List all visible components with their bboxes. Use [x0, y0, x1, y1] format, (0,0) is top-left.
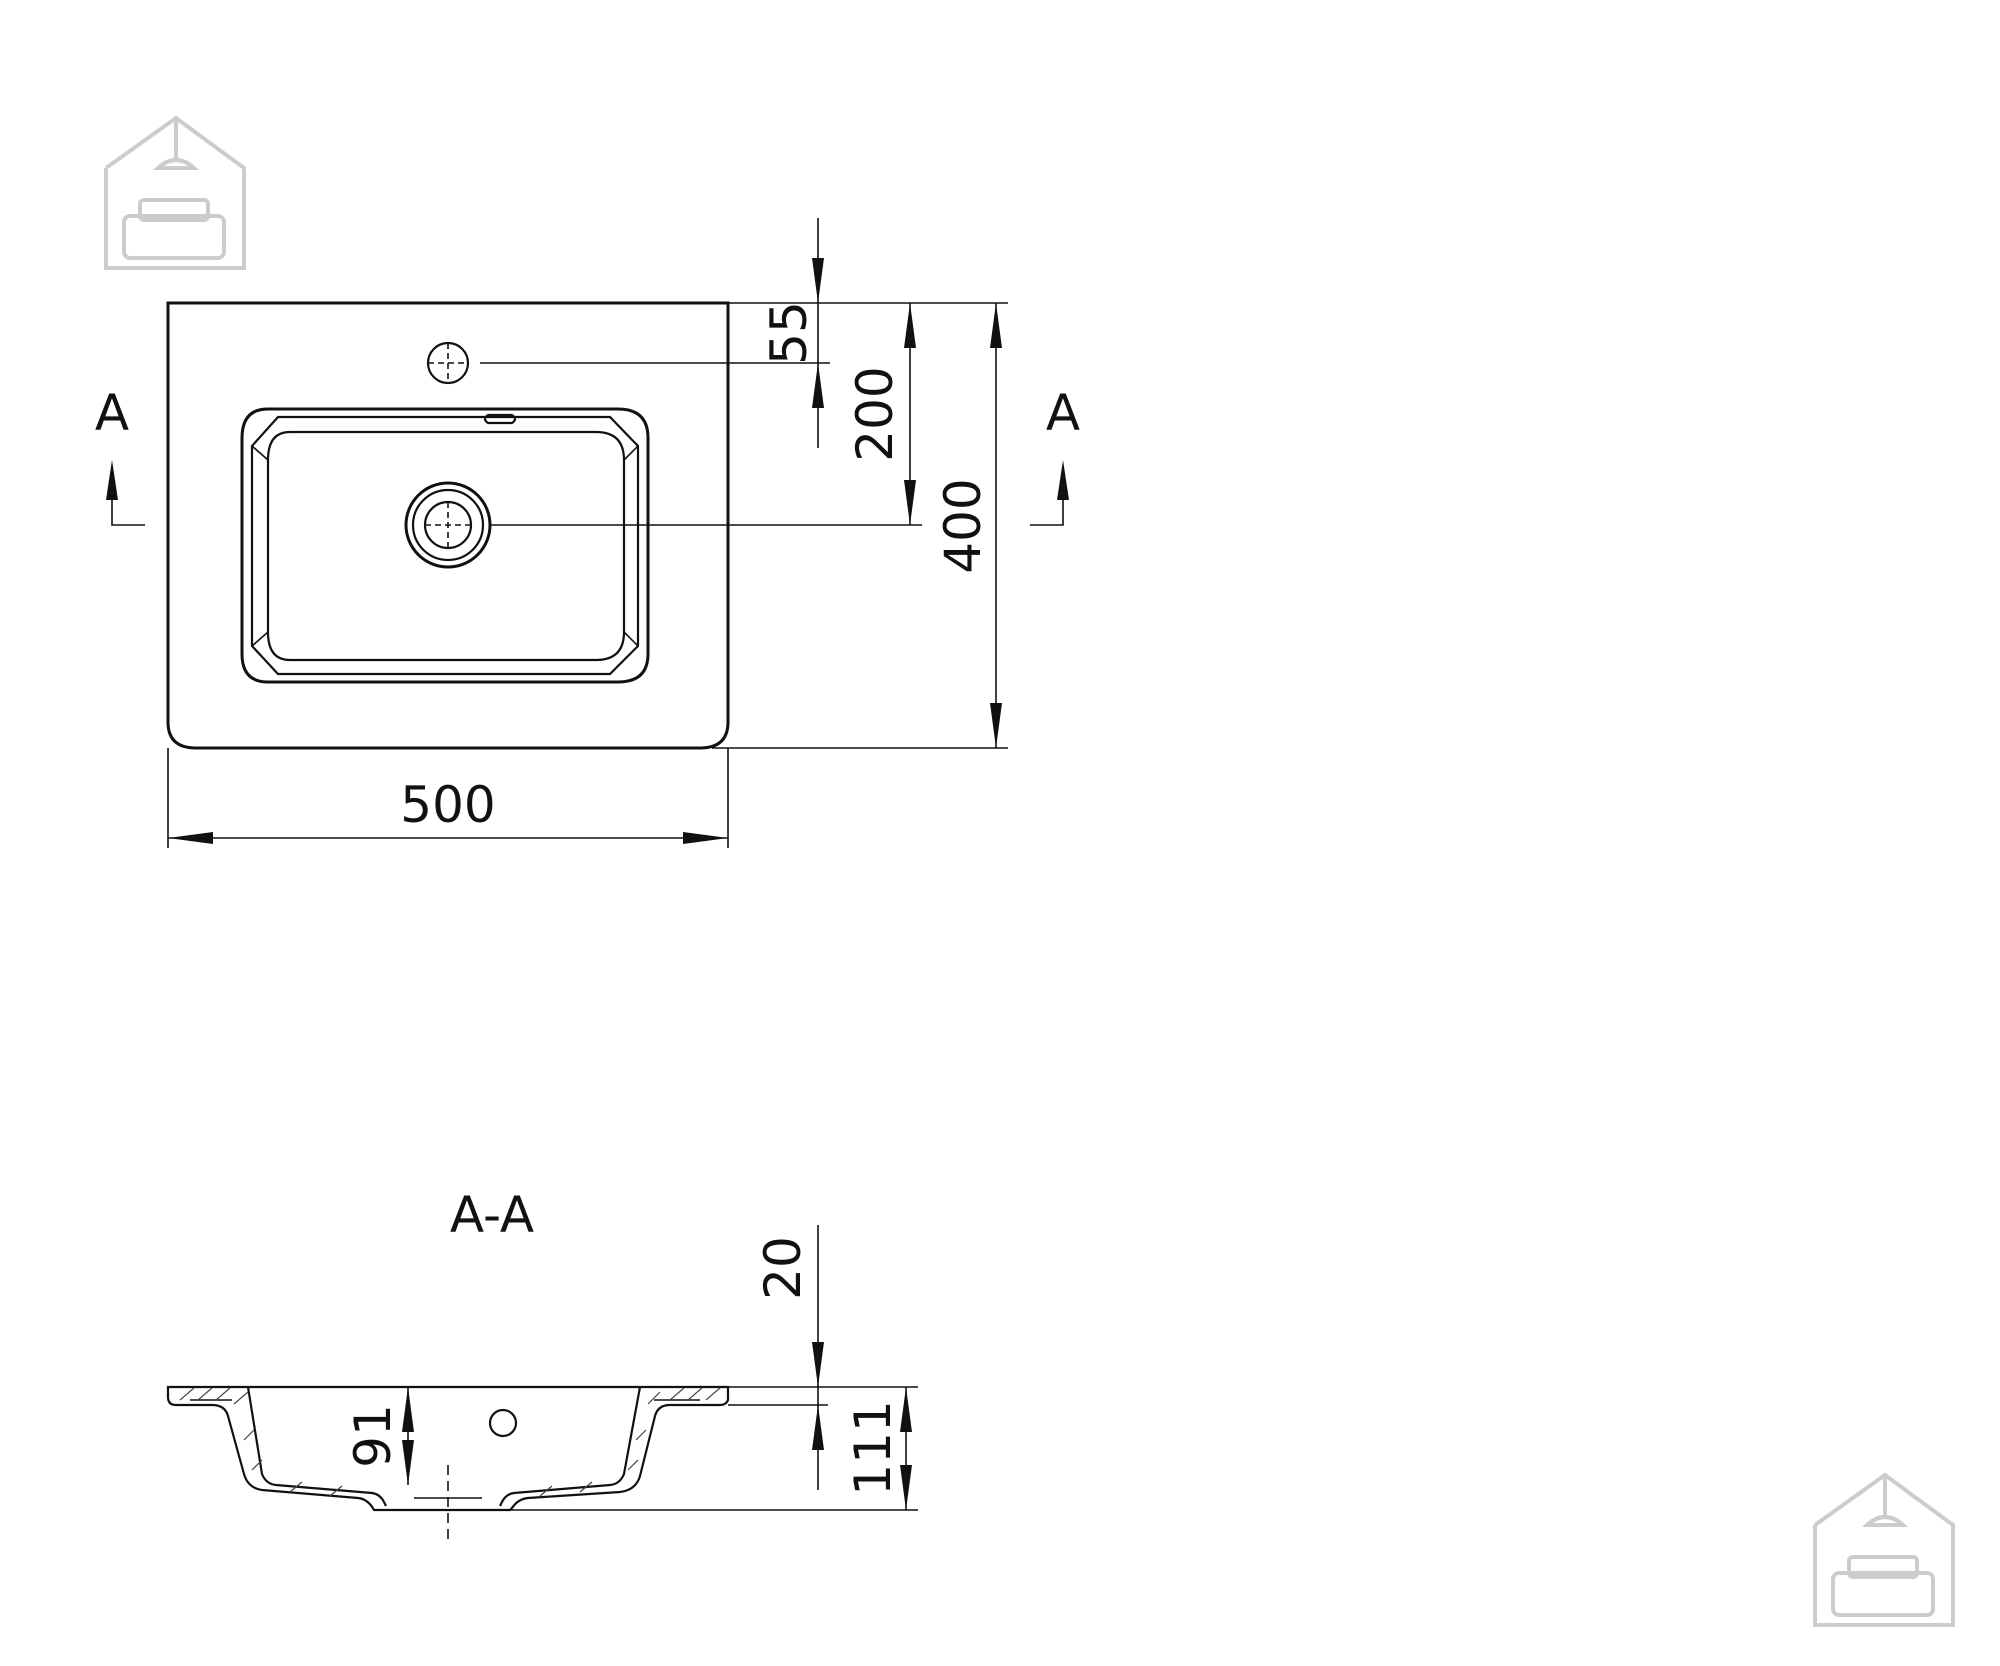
overflow-hole — [488, 1408, 518, 1438]
section-view: A-A — [166, 1186, 918, 1545]
plan-view: 55 200 400 500 A — [95, 218, 1080, 848]
section-inner-profile — [246, 1386, 642, 1507]
dim-111-label: 111 — [844, 1400, 902, 1495]
drain-hole — [404, 481, 492, 569]
dim-55: 55 — [760, 218, 824, 448]
bowl-inner — [266, 430, 626, 662]
dim-91: 91 — [344, 1387, 414, 1485]
bowl-rim-middle — [250, 415, 640, 676]
dim-500: 500 — [168, 776, 728, 844]
dim-200-label: 200 — [846, 366, 904, 461]
bowl-rim-outer — [240, 407, 650, 684]
section-marker-right-label: A — [1046, 384, 1080, 442]
house-logo-icon — [1813, 1472, 1955, 1627]
section-title: A-A — [450, 1186, 534, 1244]
section-marker-right: A — [1030, 384, 1080, 526]
basin-outline — [166, 301, 730, 750]
dim-400: 400 — [934, 303, 1002, 748]
tap-hole — [426, 341, 470, 385]
section-hatching — [179, 1387, 721, 1497]
dim-400-label: 400 — [934, 478, 992, 573]
section-outer-profile — [166, 1385, 730, 1512]
dim-111: 111 — [844, 1387, 912, 1510]
section-marker-left-label: A — [95, 384, 129, 442]
dim-55-label: 55 — [760, 301, 818, 365]
dim-91-label: 91 — [344, 1404, 402, 1468]
dim-200: 200 — [846, 303, 916, 525]
house-logo-icon — [104, 115, 246, 270]
section-marker-left: A — [95, 384, 145, 526]
dim-20: 20 — [754, 1225, 824, 1490]
dim-500-label: 500 — [400, 776, 495, 834]
overflow-slot — [483, 413, 517, 425]
dim-20-label: 20 — [754, 1236, 812, 1300]
